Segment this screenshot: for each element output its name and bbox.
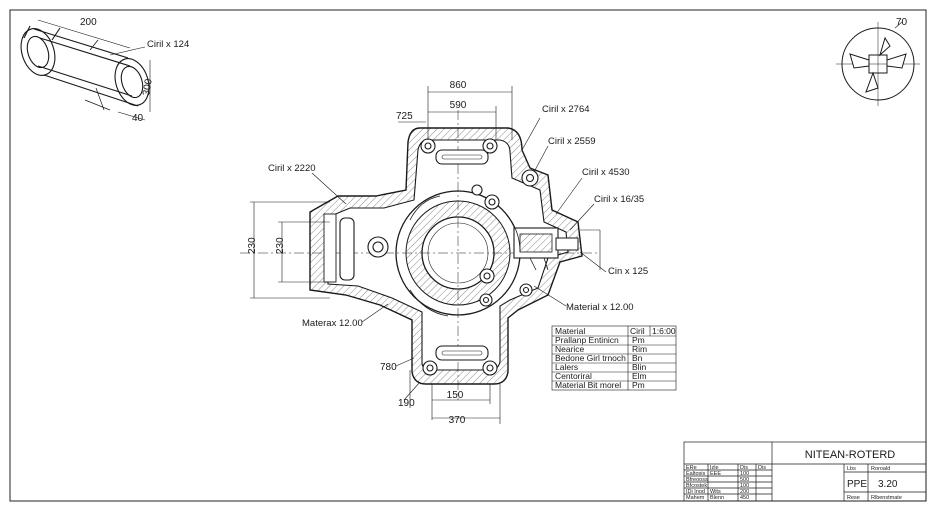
mat-row-name: Lalers <box>555 362 578 372</box>
callout-125: Cin x 125 <box>608 266 648 277</box>
dim-230b: 230 <box>275 237 286 254</box>
dim-190: 190 <box>398 398 415 409</box>
tb-cell: 450 <box>740 495 749 501</box>
iso-callout: Ciril x 124 <box>147 39 189 50</box>
tb-cell: Ealtosis <box>686 471 706 477</box>
sheet-border <box>9 9 927 502</box>
callout-2220: Ciril x 2220 <box>268 163 316 174</box>
mat-header-scale: 1:6:00 <box>652 326 676 336</box>
title-block-tag1: Lbs <box>847 466 856 472</box>
isometric-view <box>20 19 151 121</box>
tb-cell: 100 <box>740 471 749 477</box>
callout-1635: Ciril x 16/35 <box>594 194 644 205</box>
circle-detail-view <box>836 21 920 106</box>
mat-row-name: Nearice <box>555 344 585 354</box>
circle-view-label: 70 <box>896 17 908 28</box>
dim-150: 150 <box>447 390 464 401</box>
mat-row-code: Bn <box>632 353 643 363</box>
callout-material-right: Material x 12.00 <box>566 302 634 313</box>
dim-780: 780 <box>380 362 397 373</box>
main-part-view <box>240 110 600 400</box>
tb-cell: Dis <box>758 465 766 471</box>
iso-dim-top: 200 <box>80 17 97 28</box>
mat-row-code: Blin <box>632 362 646 372</box>
material-table <box>551 325 677 391</box>
mat-row-code: Elm <box>632 371 647 381</box>
callout-2764: Ciril x 2764 <box>542 104 590 115</box>
dim-590: 590 <box>450 100 467 111</box>
title-block-ppe: PPE <box>847 479 867 490</box>
tb-cell: 500 <box>740 477 749 483</box>
mat-header-ciril: Ciril <box>630 326 645 336</box>
title-block-tag1-val: Roroald <box>871 466 890 472</box>
title-block <box>683 441 927 502</box>
title-block-value: 3.20 <box>878 479 898 490</box>
tb-cell: Izle <box>710 465 719 471</box>
tb-cell: Wits <box>710 489 721 495</box>
tb-cell: 200 <box>740 489 749 495</box>
dim-860: 860 <box>450 80 467 91</box>
callout-2559: Ciril x 2559 <box>548 136 596 147</box>
tb-cell: Bfcostek <box>686 483 707 489</box>
dim-230: 230 <box>247 237 258 254</box>
tb-cell: 100 <box>740 483 749 489</box>
title-block-title: NITEAN-ROTERD <box>805 449 896 461</box>
title-block-tag2: Rese <box>847 495 860 501</box>
tb-cell: EEE <box>710 471 721 477</box>
iso-dim-bottom: 40 <box>132 113 144 124</box>
tb-cell: Blenn <box>710 495 724 501</box>
mat-row-name: Material Bit morel <box>555 380 621 390</box>
callout-material-left: Materax 12.00 <box>302 318 363 329</box>
tb-cell: Mahem <box>686 495 705 501</box>
mat-row-name: Prallanp Entinicn <box>555 335 619 345</box>
mat-row-code: Pm <box>632 335 645 345</box>
dim-725: 725 <box>396 111 413 122</box>
dim-370: 370 <box>449 415 466 426</box>
tb-cell: IDi Inod <box>686 489 705 495</box>
mat-row-code: Rim <box>632 344 647 354</box>
iso-dim-right: 300 <box>141 78 155 97</box>
mat-header-material: Material <box>555 326 585 336</box>
tb-cell: Dis <box>740 465 748 471</box>
mat-row-name: Bedone Girl trnoch <box>555 353 626 363</box>
mat-row-name: Centoriral <box>555 371 592 381</box>
dimension-lines <box>250 86 607 424</box>
title-block-tag2-val: Rlbenstmate <box>871 495 902 501</box>
mat-row-code: Pm <box>632 380 645 390</box>
tb-cell: Bfreooss <box>686 477 708 483</box>
tb-cell: ERe <box>686 465 697 471</box>
callout-4530: Ciril x 4530 <box>582 167 630 178</box>
